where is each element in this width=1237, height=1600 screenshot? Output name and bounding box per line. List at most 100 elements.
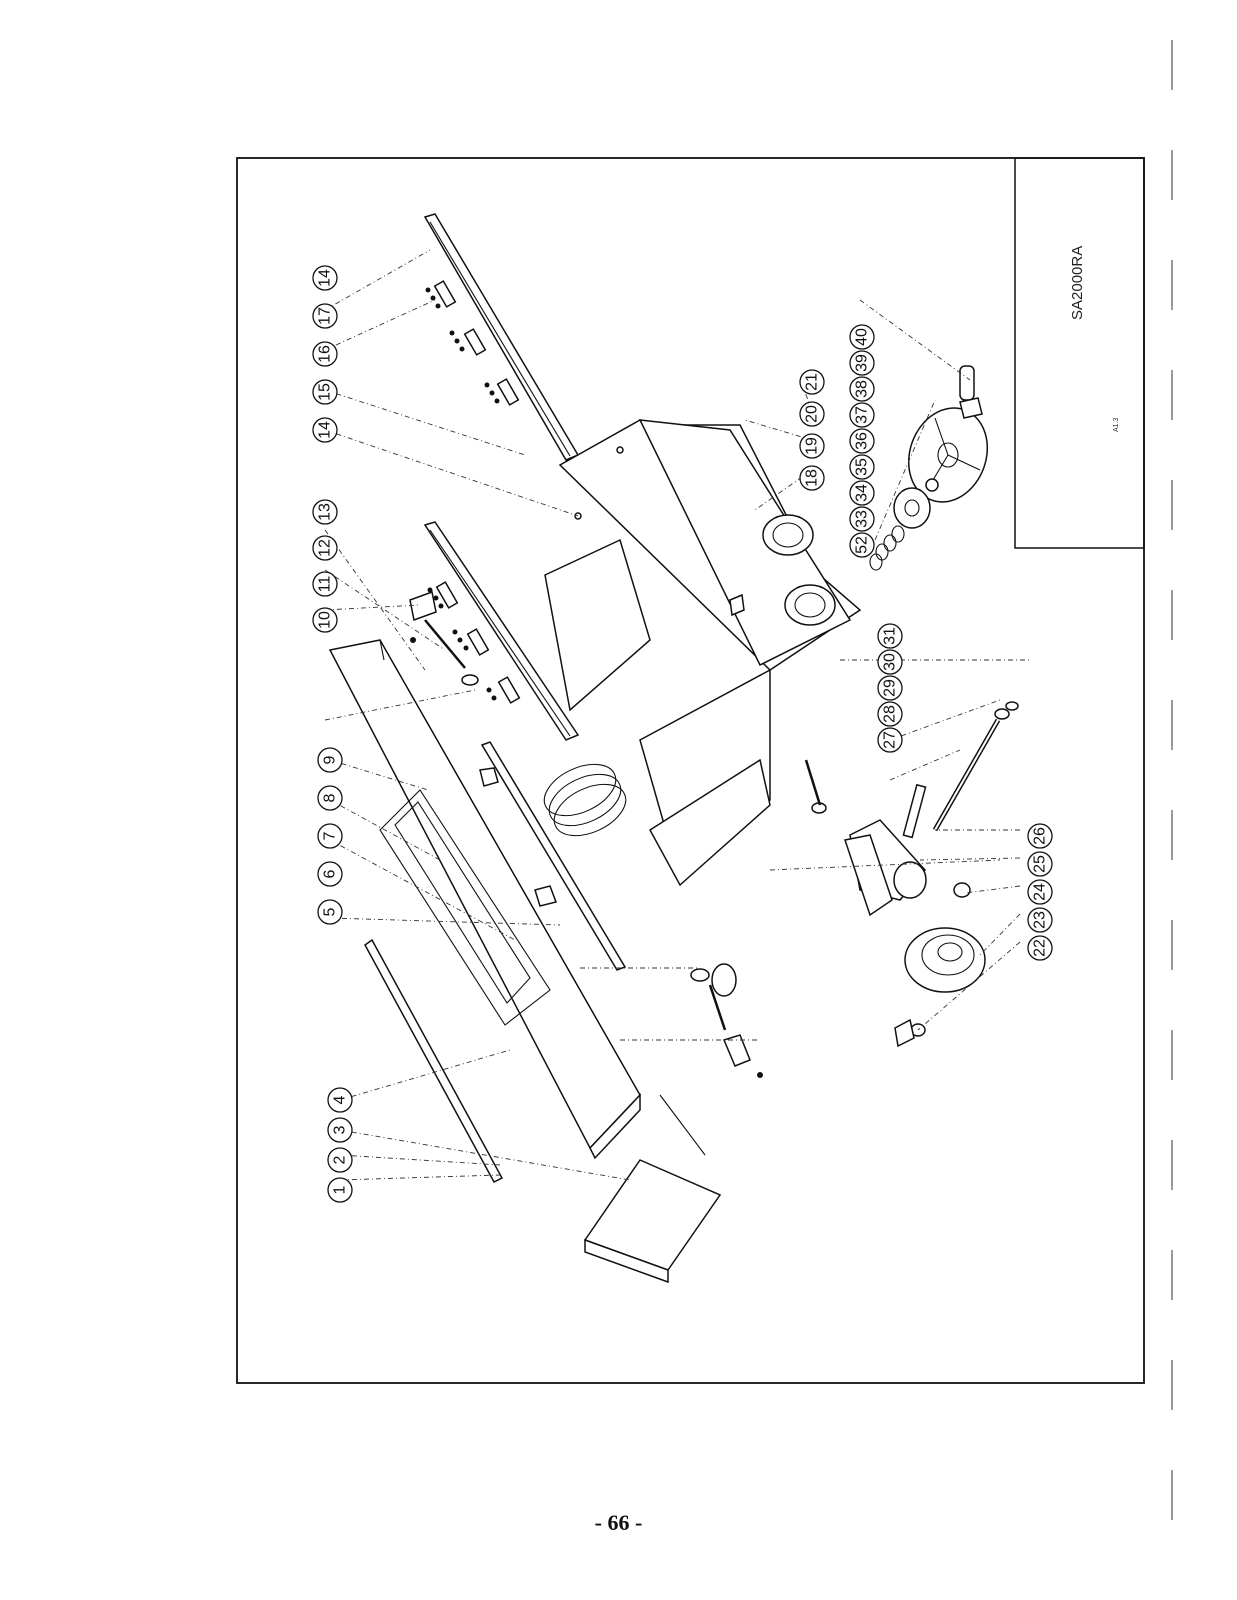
callout-circle xyxy=(312,607,338,633)
group-mid-rail: 10 11 12 13 xyxy=(312,499,338,633)
page-number: - 66 - xyxy=(594,1510,643,1535)
callout-label: 10 xyxy=(317,611,334,629)
bearing-hole-lower xyxy=(784,584,836,626)
callout-label: 14 xyxy=(317,269,334,287)
callout-label: 3 xyxy=(332,1125,349,1134)
callout-label: 31 xyxy=(882,627,899,645)
callout-circle xyxy=(849,402,875,428)
callout-label: 16 xyxy=(317,345,334,363)
callout-circle xyxy=(849,532,875,558)
lower-rail xyxy=(364,938,504,1183)
callout-label: 21 xyxy=(804,373,821,391)
callout-circle xyxy=(312,379,338,405)
callout-circle xyxy=(877,649,903,675)
callout-label: 11 xyxy=(317,576,334,593)
callout-circle xyxy=(799,401,825,427)
callout-label: 14 xyxy=(317,421,334,439)
callout-circle xyxy=(849,506,875,532)
bearing-hole-upper xyxy=(762,514,814,556)
callout-circle xyxy=(312,417,338,443)
callout-circle xyxy=(1027,851,1053,877)
callout-label: 30 xyxy=(882,653,899,671)
callout-label: 26 xyxy=(1032,827,1049,845)
callout-circle xyxy=(327,1147,353,1173)
callout-circle xyxy=(317,747,343,773)
callout-label: 18 xyxy=(804,469,821,487)
callout-label: 9 xyxy=(322,755,339,764)
drawing-code: SA2000RA xyxy=(1069,246,1086,320)
top-rail-holes xyxy=(425,287,500,404)
callout-label: 38 xyxy=(854,380,871,398)
callout-circle xyxy=(877,623,903,649)
callout-circle xyxy=(312,341,338,367)
callout-circle xyxy=(1027,935,1053,961)
callout-label: 34 xyxy=(854,484,871,502)
callout-bubbles: 1415161714101112135678912341819202152333… xyxy=(312,265,1053,1203)
callout-circle xyxy=(317,899,343,925)
callout-circle xyxy=(877,675,903,701)
callout-label: 40 xyxy=(854,328,871,346)
callout-label: 7 xyxy=(322,831,339,840)
top-rail xyxy=(423,213,580,461)
group-bottom-left: 1 2 3 4 xyxy=(327,1087,353,1203)
table-slab xyxy=(328,639,641,1150)
callout-label: 8 xyxy=(322,793,339,802)
callout-circle xyxy=(312,265,338,291)
group-top-rail: 14 15 16 17 14 xyxy=(312,265,338,443)
small-mark: A1.3 xyxy=(1113,417,1120,432)
callout-label: 12 xyxy=(317,539,334,557)
callout-label: 20 xyxy=(804,405,821,423)
callout-circle xyxy=(877,701,903,727)
callout-label: 25 xyxy=(1032,855,1049,873)
callout-circle xyxy=(1027,823,1053,849)
callout-label: 33 xyxy=(854,510,871,528)
callout-label: 13 xyxy=(317,503,334,521)
callout-circle xyxy=(312,571,338,597)
callout-label: 2 xyxy=(332,1155,349,1164)
callout-label: 39 xyxy=(854,354,871,372)
callout-label: 19 xyxy=(804,437,821,455)
callout-circle xyxy=(799,465,825,491)
callout-circle xyxy=(312,499,338,525)
callout-circle xyxy=(849,454,875,480)
callout-circle xyxy=(312,303,338,329)
callout-circle xyxy=(849,428,875,454)
saddle-frame xyxy=(379,789,551,1026)
callout-circle xyxy=(849,324,875,350)
callout-circle xyxy=(849,350,875,376)
callout-circle xyxy=(317,861,343,887)
callout-label: 52 xyxy=(854,536,871,554)
callout-label: 22 xyxy=(1032,939,1049,957)
callout-circle xyxy=(1027,907,1053,933)
callout-label: 15 xyxy=(317,383,334,401)
callout-circle xyxy=(1027,879,1053,905)
callout-label: 17 xyxy=(317,307,334,325)
drawing-frame xyxy=(236,157,1145,1384)
callout-circle xyxy=(312,535,338,561)
callout-circle xyxy=(849,376,875,402)
callout-label: 37 xyxy=(854,406,871,424)
callout-label: 1 xyxy=(332,1185,349,1194)
callout-label: 23 xyxy=(1032,911,1049,929)
callout-label: 6 xyxy=(322,869,339,878)
middle-rail-holes xyxy=(427,587,497,701)
callout-circle xyxy=(877,727,903,753)
callout-label: 4 xyxy=(332,1095,349,1104)
parts xyxy=(324,213,1030,1284)
small-parts xyxy=(409,446,827,1078)
group-bed-end: 18 19 20 21 xyxy=(799,369,825,491)
leader-lines xyxy=(324,249,1030,1181)
callout-circle xyxy=(849,480,875,506)
callout-circle xyxy=(799,369,825,395)
callout-label: 27 xyxy=(882,731,899,749)
handwheel-washers xyxy=(869,525,905,571)
callout-circle xyxy=(317,785,343,811)
handwheel-grip xyxy=(959,365,975,401)
title-block xyxy=(1014,157,1145,549)
callout-circle xyxy=(327,1117,353,1143)
